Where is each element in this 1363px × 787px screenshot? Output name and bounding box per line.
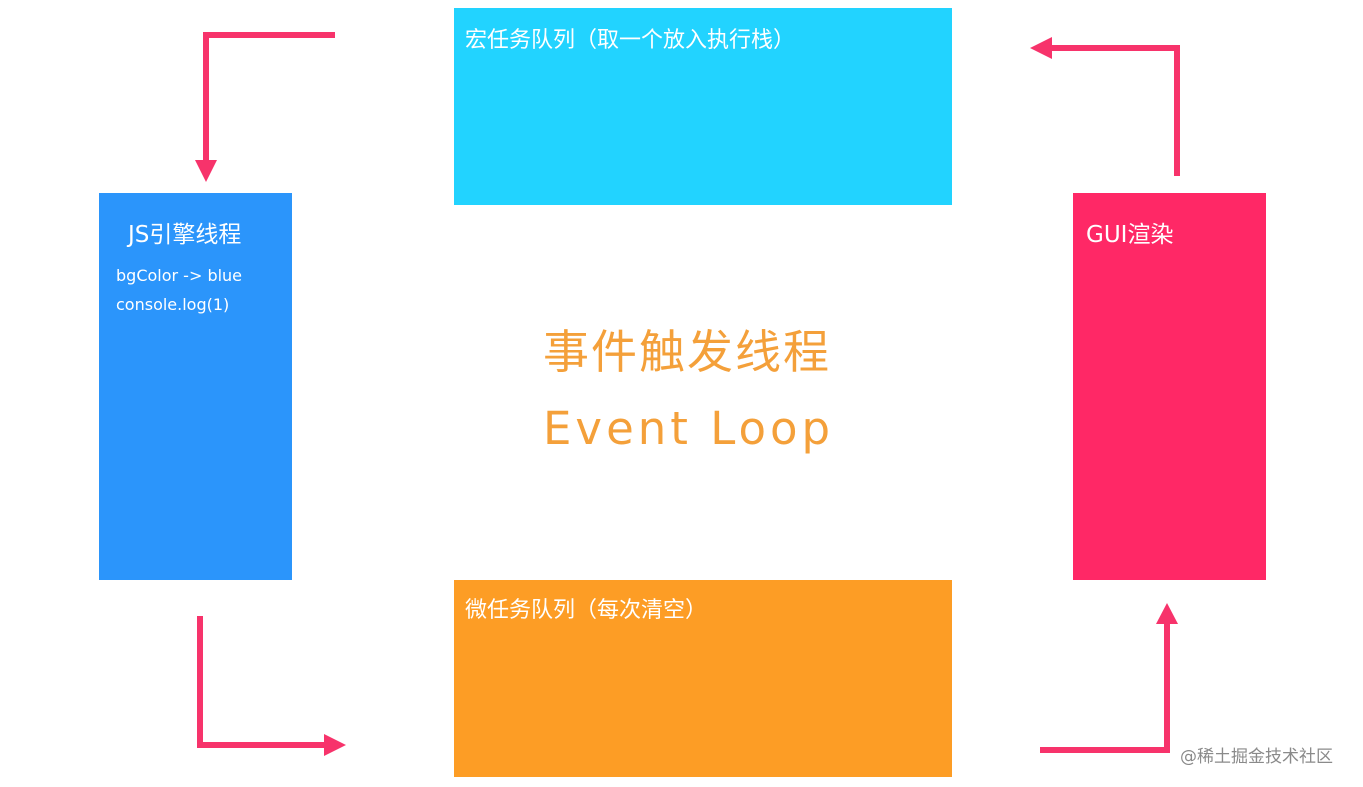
- event-trigger-thread-title: 事件触发线程: [543, 325, 831, 379]
- elbow-arrow-right-icon: [197, 616, 346, 756]
- js-engine-thread-box: JS引擎线程 bgColor -> blue console.log(1): [99, 193, 292, 580]
- micro-task-queue-box: 微任务队列（每次清空）: [454, 580, 952, 777]
- macro-task-queue-label: 宏任务队列（取一个放入执行栈）: [465, 28, 796, 53]
- elbow-arrow-down-icon: [195, 32, 335, 182]
- elbow-arrow-left-icon: [1030, 37, 1180, 176]
- elbow-arrow-up-icon: [1040, 603, 1178, 753]
- watermark: @稀土掘金技术社区: [1180, 747, 1333, 767]
- js-engine-thread-title: JS引擎线程: [128, 222, 242, 248]
- gui-render-box: GUI渲染: [1073, 193, 1266, 580]
- js-engine-line: bgColor -> blue: [116, 266, 243, 285]
- gui-render-title: GUI渲染: [1086, 222, 1174, 248]
- micro-task-queue-label: 微任务队列（每次清空）: [465, 598, 708, 623]
- macro-task-queue-box: 宏任务队列（取一个放入执行栈）: [454, 8, 952, 205]
- js-engine-line: console.log(1): [116, 295, 230, 314]
- event-loop-subtitle: Event Loop: [543, 402, 835, 455]
